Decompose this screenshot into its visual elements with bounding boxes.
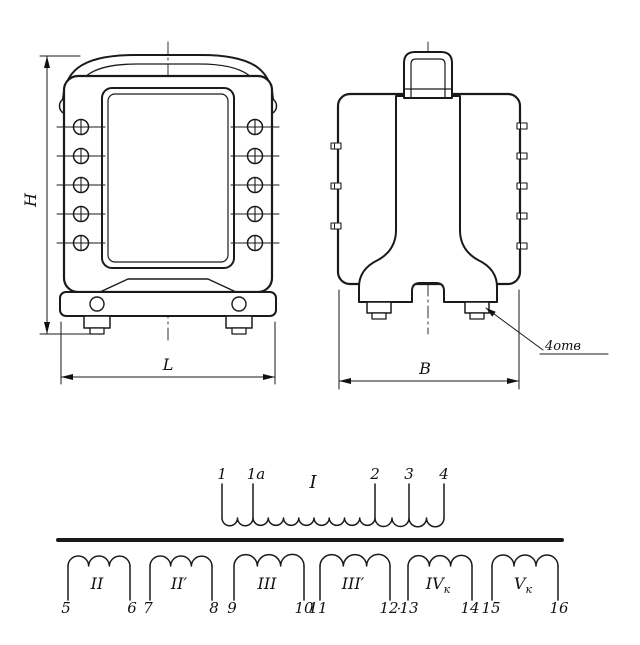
flange-plate [59, 291, 277, 317]
dimension-H: H [21, 55, 96, 335]
winding-label: II [90, 574, 104, 593]
winding-schematic: 1 1а 2 3 4 I II 5 6 II′ [56, 465, 569, 617]
dim-H-label: H [21, 192, 40, 208]
terminal-number: 8 [209, 599, 219, 617]
secondary-winding: II 5 6 [61, 555, 137, 617]
arrowhead [44, 56, 50, 68]
terminal-number: 9 [227, 599, 237, 617]
foot-bolts-side [366, 301, 490, 320]
terminal-number: 14 [460, 599, 479, 617]
terminal-lug [516, 242, 528, 250]
flange-trapezoid [99, 278, 237, 293]
holes-note-label: 4отв [544, 339, 581, 354]
dim-L-label: L [162, 355, 174, 374]
terminal-number: 13 [399, 599, 418, 617]
terminal-lug [330, 182, 342, 190]
primary-coil-garland [221, 517, 445, 528]
core-window-outer [101, 87, 235, 269]
side-view: B 4отв [330, 41, 609, 390]
body-outline [62, 74, 274, 294]
foot-bolt-right [464, 301, 490, 314]
dim-B-label: B [418, 359, 431, 378]
coil-garland [491, 554, 559, 567]
core-window-inner [107, 93, 229, 263]
leader-arrowhead [486, 308, 496, 317]
terminal-number: 10 [294, 599, 314, 617]
secondary-winding: IVк 13 14 [399, 554, 480, 617]
arrowhead [61, 374, 73, 380]
terminal-number: 16 [549, 599, 569, 617]
winding-label: III [257, 574, 278, 593]
strap-loop-outer [403, 51, 453, 99]
winding-label: II′ [170, 574, 188, 593]
winding-label: Vк [514, 574, 533, 596]
coil-garland [149, 555, 213, 567]
terminal-number: 15 [481, 599, 500, 617]
dimension-L: L [60, 321, 276, 385]
terminal-number: 6 [127, 599, 137, 617]
arrowhead [263, 374, 275, 380]
mounting-flange [59, 278, 277, 335]
secondary-winding: Vк 15 16 [481, 554, 569, 617]
strap-loop [403, 51, 453, 99]
coil-garland [67, 555, 131, 567]
arrowhead [507, 378, 519, 384]
terminal-number: 11 [308, 599, 327, 617]
bolt-stub-left [371, 312, 387, 320]
terminal-lug [516, 122, 528, 130]
winding-label: III′ [341, 574, 365, 593]
terminal-lug [516, 182, 528, 190]
coil-column [358, 95, 498, 303]
mounting-hole-left [89, 296, 105, 312]
bolt-stub-left [89, 327, 105, 335]
terminal-lug [330, 142, 342, 150]
primary-terminal-number: 1а [247, 465, 266, 483]
terminal-lug [330, 222, 342, 230]
terminal-number: 5 [61, 599, 71, 617]
coil-garland [407, 554, 473, 567]
secondary-winding: III 9 10 [227, 553, 314, 617]
primary-terminal-number: 2 [369, 465, 380, 483]
terminal-lug [516, 152, 528, 160]
dimension-B: B [338, 289, 520, 390]
holes-callout: 4отв [485, 307, 609, 355]
winding-label: IVк [425, 574, 451, 596]
leader-line [485, 307, 544, 351]
primary-terminal-number: 3 [404, 465, 414, 483]
arrowhead [44, 322, 50, 334]
foot-right [225, 315, 253, 329]
coil-garland [319, 553, 391, 567]
secondary-winding: III′ 11 12 [308, 553, 399, 617]
front-view: H L [21, 41, 280, 385]
bolt-stub-right [469, 312, 485, 320]
primary-winding: 1 1а 2 3 4 I [217, 465, 449, 528]
mounting-hole-right [231, 296, 247, 312]
primary-winding-label: I [308, 472, 317, 493]
arrowhead [339, 378, 351, 384]
foot-left [83, 315, 111, 329]
coil-garland [233, 553, 305, 567]
foot-bolt-left [366, 301, 392, 314]
primary-terminal-number: 4 [438, 465, 449, 483]
dot-separator: · [397, 602, 401, 617]
secondary-winding: II′ 7 8 [143, 555, 219, 617]
primary-terminal-number: 1 [217, 465, 227, 483]
terminal-number: 12 [379, 599, 398, 617]
terminal-lug [516, 212, 528, 220]
strap-loop-inner [410, 58, 446, 99]
bolt-stub-right [231, 327, 247, 335]
terminal-number: 7 [143, 599, 153, 617]
